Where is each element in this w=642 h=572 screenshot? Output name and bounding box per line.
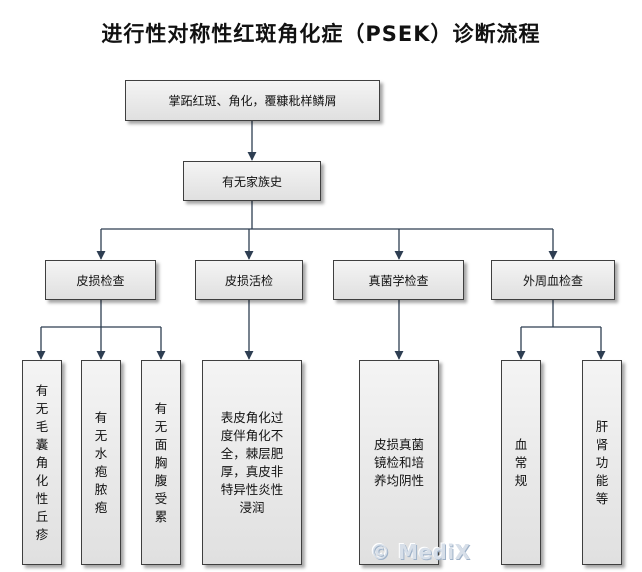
node-root-label: 掌跖红斑、角化，覆糠秕样鳞屑 <box>168 94 337 108</box>
node-family-history: 有无家族史 <box>183 161 321 201</box>
page-title: 进行性对称性红斑角化症（PSEK）诊断流程 <box>101 22 541 46</box>
node-liver-kidney-label: 肝肾功能等 <box>595 418 609 506</box>
node-fungal-exam: 真菌学检查 <box>333 260 464 300</box>
node-blood-exam: 外周血检查 <box>491 260 615 300</box>
node-biopsy-result: 表皮角化过度伴角化不全，棘层肥厚，真皮非特异性炎性浸润 <box>202 360 302 565</box>
node-biopsy: 皮损活检 <box>195 260 303 300</box>
node-liver-kidney: 肝肾功能等 <box>582 360 622 565</box>
node-blood-routine: 血常规 <box>501 360 541 565</box>
node-papule-label: 有无毛囊角化性丘疹 <box>35 382 49 542</box>
node-blood-exam-label: 外周血检查 <box>522 273 583 288</box>
node-blister: 有无水疱脓疱 <box>81 360 121 565</box>
watermark: © MediX <box>370 540 471 564</box>
node-blister-label: 有无水疱脓疱 <box>94 409 108 515</box>
node-fungal-exam-label: 真菌学检查 <box>368 273 429 288</box>
node-fungal-result: 皮损真菌镜检和培养均阴性 <box>359 360 439 565</box>
node-biopsy-result-label: 表皮角化过度伴角化不全，棘层肥厚，真皮非特异性炎性浸润 <box>220 409 284 515</box>
node-blood-routine-label: 血常规 <box>514 436 528 488</box>
node-root: 掌跖红斑、角化，覆糠秕样鳞屑 <box>125 80 380 121</box>
node-fungal-result-label: 皮损真菌镜检和培养均阴性 <box>373 436 424 488</box>
node-skin-exam: 皮损检查 <box>45 260 156 300</box>
node-family-history-label: 有无家族史 <box>221 174 282 189</box>
node-biopsy-label: 皮损活检 <box>224 273 273 288</box>
node-skin-exam-label: 皮损检查 <box>76 273 125 288</box>
node-face-involvement-label: 有无面胸腹受累 <box>154 400 168 524</box>
node-face-involvement: 有无面胸腹受累 <box>141 360 181 565</box>
node-papule: 有无毛囊角化性丘疹 <box>22 360 62 565</box>
